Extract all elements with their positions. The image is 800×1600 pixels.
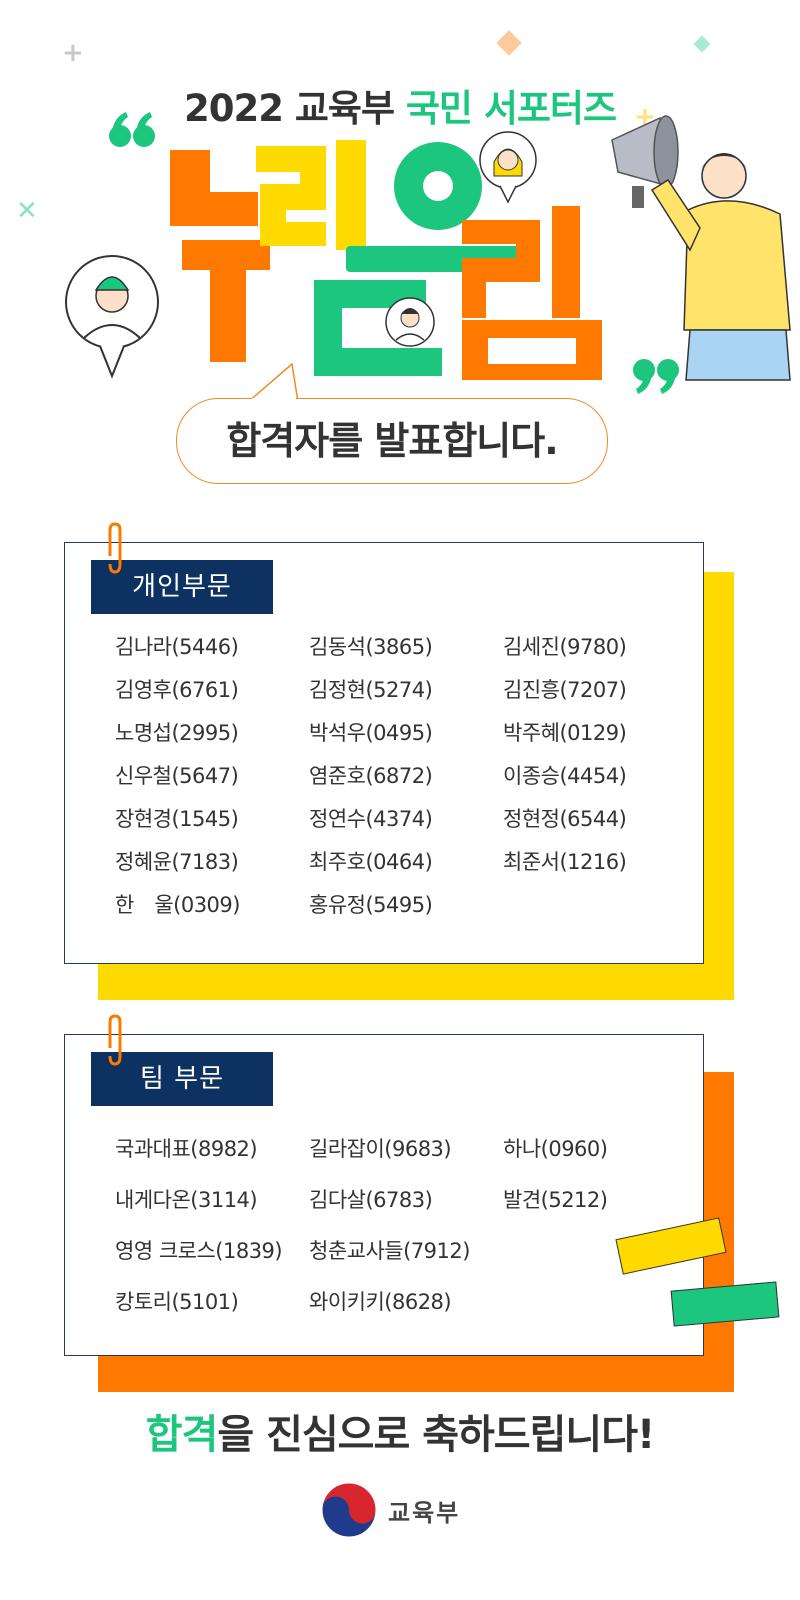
- individual-section-label: 개인부문: [91, 560, 273, 614]
- list-item: 내게다온(3114): [115, 1188, 258, 1212]
- event-title-prefix: 2022 교육부: [184, 87, 406, 130]
- team-section-label: 팀 부문: [91, 1052, 273, 1106]
- congratulations-rest: 을 진심으로 축하드립니다!: [217, 1412, 655, 1458]
- list-item: 캉토리(5101): [115, 1290, 239, 1314]
- list-item: 최준서(1216): [503, 850, 627, 874]
- congratulations-message: 합격을 진심으로 축하드립니다!: [0, 1402, 800, 1460]
- paperclip-icon: [108, 522, 122, 574]
- close-quote-icon: [633, 359, 679, 394]
- open-quote-icon: [109, 112, 155, 147]
- list-item: 박주혜(0129): [503, 721, 627, 745]
- list-item: 홍유정(5495): [309, 893, 433, 917]
- cross-decoration-icon: ✕: [16, 196, 38, 226]
- list-item: 신우철(5647): [115, 764, 239, 788]
- list-item: 한 울(0309): [115, 893, 240, 917]
- list-item: 김나라(5446): [115, 635, 239, 659]
- small-avatar-icon: [385, 297, 435, 347]
- list-item: 염준호(6872): [309, 764, 433, 788]
- list-item: [503, 1286, 697, 1337]
- list-item: [503, 889, 697, 932]
- list-item: 김진흥(7207): [503, 678, 627, 702]
- list-item: 노명섭(2995): [115, 721, 239, 745]
- list-item: 김세진(9780): [503, 635, 627, 659]
- list-item: 청춘교사들(7912): [309, 1239, 470, 1263]
- list-item: 길라잡이(9683): [309, 1137, 452, 1161]
- bubble-seam: [252, 398, 296, 402]
- list-item: 국과대표(8982): [115, 1137, 258, 1161]
- list-item: 최주호(0464): [309, 850, 433, 874]
- list-item: 와이키키(8628): [309, 1290, 452, 1314]
- list-item: 김정현(5274): [309, 678, 433, 702]
- individual-name-list: 김나라(5446) 김동석(3865) 김세진(9780) 김영후(6761) …: [115, 631, 697, 932]
- list-item: 김영후(6761): [115, 678, 239, 702]
- list-item: 발견(5212): [503, 1188, 608, 1212]
- megaphone-character-icon: [611, 115, 791, 381]
- logo-glyph-o: [346, 142, 524, 272]
- bubble-pointer: [249, 362, 299, 400]
- list-item: 정혜윤(7183): [115, 850, 239, 874]
- event-title: 2022 교육부 국민 서포터즈: [0, 78, 800, 132]
- logo-graphic: [65, 112, 791, 400]
- event-title-highlight: 국민 서포터즈: [405, 87, 617, 130]
- ministry-logo: 교육부: [320, 1480, 460, 1540]
- team-panel: 팀 부문 국과대표(8982) 길라잡이(9683) 하나(0960) 내게다온…: [64, 1034, 704, 1356]
- congratulations-highlight: 합격: [145, 1412, 219, 1458]
- list-item: 하나(0960): [503, 1137, 608, 1161]
- ministry-name: 교육부: [388, 1498, 461, 1527]
- male-avatar-icon: [65, 255, 159, 379]
- list-item: 영영 크로스(1839): [115, 1239, 283, 1263]
- logo-glyph-rim: [462, 206, 602, 380]
- list-item: 김동석(3865): [309, 635, 433, 659]
- list-item: 박석우(0495): [309, 721, 433, 745]
- logo-glyph-u: [314, 280, 442, 376]
- announcement-bubble: 합격자를 발표합니다.: [176, 398, 608, 484]
- team-name-list: 국과대표(8982) 길라잡이(9683) 하나(0960) 내게다온(3114…: [115, 1133, 697, 1337]
- list-item: 장현경(1545): [115, 807, 239, 831]
- paperclip-icon: [108, 1014, 122, 1066]
- list-item: 정현정(6544): [503, 807, 627, 831]
- female-avatar-icon: [479, 131, 537, 204]
- individual-panel: 개인부문 김나라(5446) 김동석(3865) 김세진(9780) 김영후(6…: [64, 542, 704, 964]
- plus-decoration-icon: +: [62, 38, 84, 68]
- logo-glyph-nu: [170, 150, 270, 362]
- list-item: 이종승(4454): [503, 764, 627, 788]
- list-item: 김다살(6783): [309, 1188, 433, 1212]
- tape-decoration-green: [670, 1281, 780, 1327]
- list-item: 정연수(4374): [309, 807, 433, 831]
- logo-glyph-ri: [256, 140, 366, 250]
- taegeuk-emblem-icon: [321, 1482, 377, 1538]
